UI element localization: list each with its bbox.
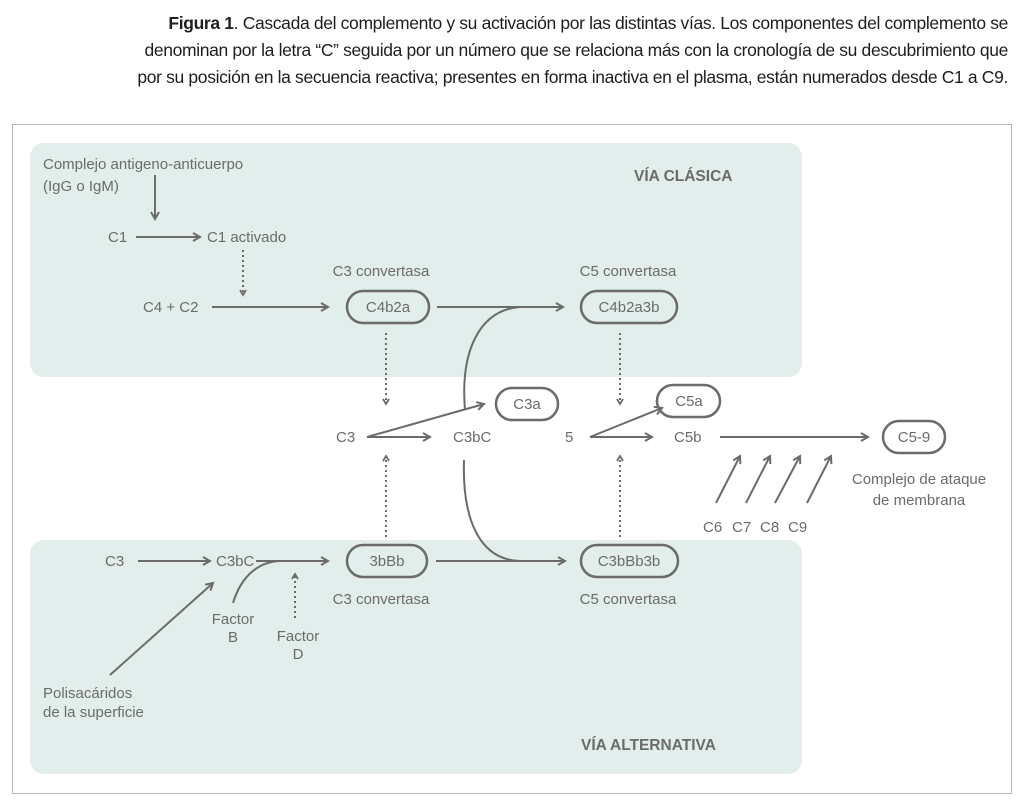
classic-pathway-title: VÍA CLÁSICA [634,168,732,185]
c6-label: C6 [703,519,722,536]
alt-c3-label: C3 [105,553,124,570]
classic-c3-convertase-label: C3 convertasa [333,263,430,280]
caption-label: Figura 1 [168,13,234,33]
c5-label: 5 [565,429,573,446]
c5a-label: C5a [675,393,703,410]
3bbb-label: 3bBb [369,553,404,570]
trigger-label-line2: (IgG o IgM) [43,178,119,195]
c3bc-label: C3bC [453,429,492,446]
c9-label: C9 [788,519,807,536]
polysaccharides-line2: de la superficie [43,704,144,721]
polysaccharides-line1: Polisacáridos [43,685,132,702]
factor-d-line1: Factor [277,628,320,645]
caption-text-1: . Cascada del complemento y su activació… [233,13,1009,33]
c3bc-to-alt-c5-curve [462,459,521,562]
classic-c5-convertase-label: C5 convertasa [580,263,677,280]
alt-c3-convertase-label: C3 convertasa [333,591,430,608]
c3bc-to-classic-c5-curve [463,306,521,411]
alt-c5-convertase-label: C5 convertasa [580,591,677,608]
c3-to-c3a-arrow [366,404,484,438]
alternative-pathway-title: VÍA ALTERNATIVA [581,737,716,754]
factor-b-curve [232,560,281,604]
c7-label: C7 [732,519,751,536]
mac-label-line1: Complejo de ataque [852,471,986,488]
central-c3-label: C3 [336,429,355,446]
c5a-node [655,383,722,419]
c7-arrow [745,456,770,504]
factor-b-line2: B [228,629,238,646]
c3a-node [494,386,560,422]
c5-9-node [881,419,947,455]
3bbb-node [345,543,429,579]
c4b2a3b-label: C4b2a3b [599,299,660,316]
c4-c2-label: C4 + C2 [143,299,198,316]
factor-d-line2: D [293,646,304,663]
c8-label: C8 [760,519,779,536]
c1-label: C1 [108,229,127,246]
caption-line-2: denominan por la letra “C” seguida por u… [144,40,1008,60]
mac-label-line2: de membrana [873,492,966,509]
alt-c3bc-label: C3bC [216,553,255,570]
c9-arrow [806,456,831,504]
figure-caption: Figura 1. Cascada del complemento y su a… [20,10,1008,91]
c5b-label: C5b [674,429,702,446]
c4b2a-node [345,289,431,325]
polysaccharides-arrow [109,583,213,676]
alternative-pathway-panel [30,540,802,774]
caption-line-3: por su posición en la secuencia reactiva… [137,67,1008,87]
caption-line-1: Figura 1. Cascada del complemento y su a… [20,10,1008,37]
trigger-label-line1: Complejo antigeno-anticuerpo [43,156,243,173]
c5-to-c5a-arrow [589,408,662,438]
c3a-label: C3a [513,396,541,413]
c8-arrow [774,456,800,504]
c4b2a-label: C4b2a [366,299,411,316]
c4b2a3b-node [579,289,679,325]
classic-pathway-panel [30,143,802,377]
c5-9-label: C5-9 [898,429,931,446]
c6-arrow [715,456,740,504]
c3bbb3b-label: C3bBb3b [598,553,661,570]
factor-b-line1: Factor [212,611,255,628]
c1-activated-label: C1 activado [207,229,286,246]
c3bbb3b-node [579,543,680,579]
